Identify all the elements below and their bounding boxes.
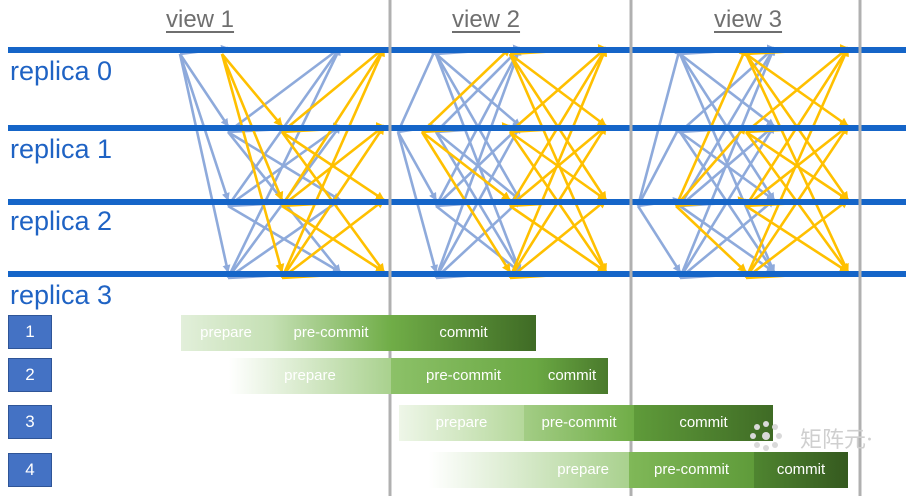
watermark-text: 矩阵元· xyxy=(800,428,873,453)
gold-message-arrow xyxy=(280,47,386,279)
step-badge-2: 2 xyxy=(8,358,52,392)
blue-message-arrow xyxy=(435,47,521,133)
gold-message-arrow xyxy=(281,198,385,280)
blue-message-arrow xyxy=(396,47,438,133)
replica-label-3: replica 3 xyxy=(10,280,113,310)
blue-message-arrow xyxy=(435,199,521,279)
phase-commit: commit xyxy=(536,358,608,394)
phase-pre-commit: pre-commit xyxy=(271,315,391,351)
gold-message-arrow xyxy=(281,46,385,134)
phase-commit: commit xyxy=(391,315,536,351)
gold-message-arrow xyxy=(221,53,283,127)
view-title-2: view 2 xyxy=(452,6,521,33)
phase-pre-commit: pre-commit xyxy=(524,405,634,441)
gold-message-arrow xyxy=(745,46,849,134)
gold-message-arrow xyxy=(421,130,511,202)
gold-message-arrow xyxy=(421,47,511,133)
gold-message-arrow xyxy=(745,198,849,280)
replica-timelines xyxy=(8,47,906,277)
phase-commit: commit xyxy=(634,405,773,441)
step-bar-1: prepare pre-commit commit xyxy=(181,315,536,351)
watermark-logo: 矩阵元· xyxy=(744,414,894,458)
phase-prepare: prepare xyxy=(429,452,629,488)
blue-message-arrow xyxy=(678,47,776,279)
blue-message-arrow xyxy=(227,46,341,134)
view-title-3: view 3 xyxy=(714,6,783,33)
replica-label-2: replica 2 xyxy=(10,206,113,236)
blue-message-arrow xyxy=(636,205,682,273)
message-arrows xyxy=(178,43,850,280)
replica-label-0: replica 0 xyxy=(10,56,113,86)
gold-message-arrow xyxy=(675,125,747,207)
blue-message-arrow xyxy=(227,198,341,280)
phase-prepare: prepare xyxy=(229,358,391,394)
phase-prepare: prepare xyxy=(399,405,524,441)
gold-message-arrow xyxy=(220,53,285,273)
blue-message-arrow xyxy=(636,125,682,207)
phase-prepare: prepare xyxy=(181,315,271,351)
gold-message-arrow xyxy=(509,198,607,280)
gold-message-arrow xyxy=(675,205,747,273)
replica-label-1: replica 1 xyxy=(10,134,113,164)
phase-commit: commit xyxy=(754,452,848,488)
phase-pre-commit: pre-commit xyxy=(629,452,754,488)
blue-message-arrow xyxy=(434,47,522,279)
view-title-1: view 1 xyxy=(166,6,235,33)
blue-message-arrow xyxy=(178,53,230,127)
step-bar-3: prepare pre-commit commit xyxy=(399,405,773,441)
step-badge-3: 3 xyxy=(8,405,52,439)
sparkle-logo-icon xyxy=(750,421,782,451)
blue-message-arrow xyxy=(226,47,342,279)
step-bar-4: prepare pre-commit commit xyxy=(429,452,848,488)
gold-message-arrow xyxy=(508,47,608,279)
phase-pre-commit: pre-commit xyxy=(391,358,536,394)
gold-message-arrow xyxy=(744,47,850,279)
step-badge-1: 1 xyxy=(8,315,52,349)
step-badge-4: 4 xyxy=(8,453,52,487)
step-bar-2: prepare pre-commit commit xyxy=(229,358,608,394)
blue-message-arrow xyxy=(396,131,438,201)
blue-message-arrow xyxy=(227,124,341,208)
gold-message-arrow xyxy=(509,47,607,133)
blue-message-arrow xyxy=(178,53,231,273)
